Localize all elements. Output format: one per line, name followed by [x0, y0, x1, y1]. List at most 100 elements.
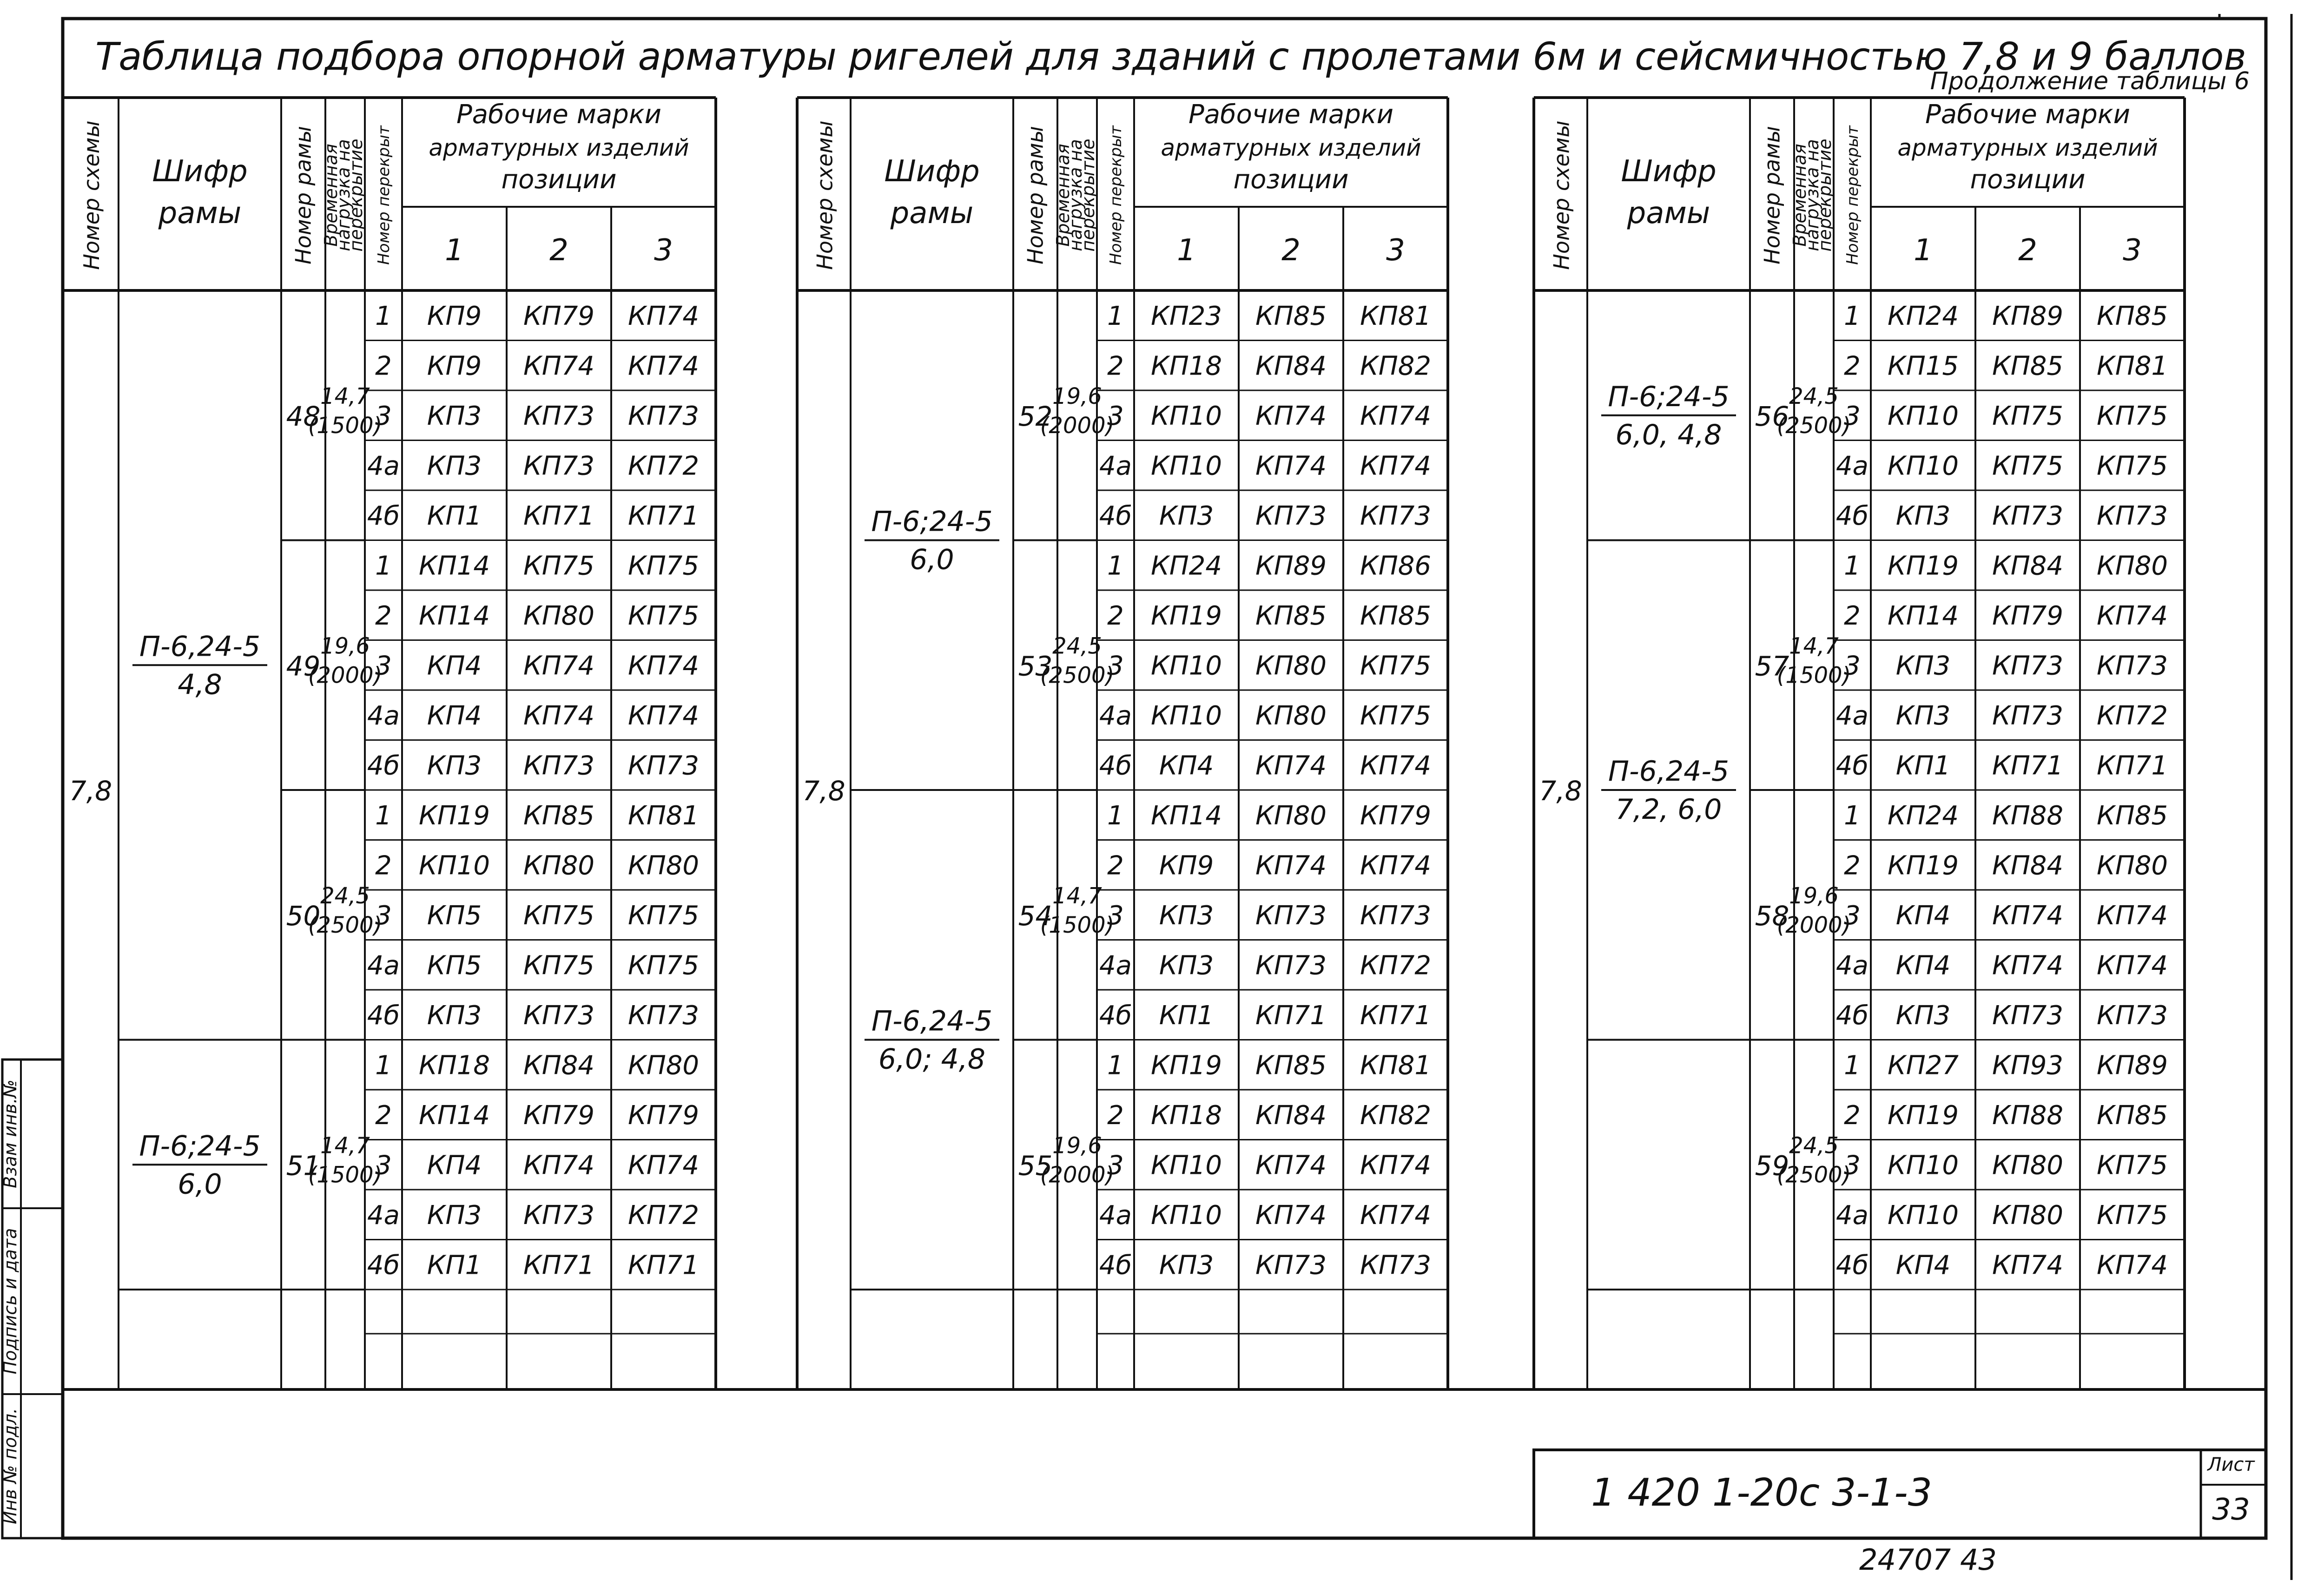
mark-cell: КП10	[419, 850, 490, 881]
header-frame: Номер рамы	[1760, 126, 1785, 264]
floor-number: 2	[1844, 1100, 1861, 1131]
floor-number: 4б	[1836, 1001, 1868, 1031]
frame-number: 53	[1018, 650, 1053, 682]
mark-cell: КП73	[1360, 501, 1431, 531]
mark-cell: КП73	[1255, 1250, 1327, 1280]
mark-cell: КП74	[1255, 850, 1327, 881]
sheet-number: 33	[2212, 1493, 2250, 1527]
load-value: 14,7	[1052, 883, 1102, 909]
mark-cell: КП73	[1360, 901, 1431, 931]
load-value: 19,6	[1052, 383, 1102, 409]
floor-number: 3	[1844, 401, 1861, 431]
mark-cell: КП73	[1255, 950, 1327, 981]
mark-cell: КП18	[1151, 351, 1222, 381]
mark-cell: КП14	[419, 1100, 490, 1131]
header-position-2: 2	[1281, 233, 1301, 268]
load-kgf: (2000)	[1040, 1162, 1115, 1188]
frame-code-top: П-6,24-5	[872, 1005, 992, 1038]
mark-cell: КП74	[1255, 1150, 1327, 1180]
floor-number: 1	[1107, 551, 1124, 581]
mark-cell: КП74	[2097, 1250, 2168, 1280]
mark-cell: КП74	[1255, 401, 1327, 431]
mark-cell: КП85	[2097, 1100, 2168, 1131]
mark-cell: КП73	[2097, 651, 2168, 681]
mark-cell: КП3	[1896, 501, 1951, 531]
frame-code-top: П-6,24-5	[139, 630, 260, 663]
floor-number: 3	[375, 401, 392, 431]
header-marks-line2: арматурных изделий	[1161, 134, 1421, 161]
floor-number: 4а	[1836, 1200, 1868, 1231]
mark-cell: КП79	[1360, 801, 1431, 831]
floor-number: 4а	[1836, 701, 1868, 731]
mark-cell: КП18	[1151, 1100, 1222, 1131]
mark-cell: КП24	[1888, 801, 1959, 831]
load-value: 14,7	[320, 383, 370, 409]
floor-number: 1	[1107, 801, 1124, 831]
header-code-line2: рамы	[1627, 196, 1710, 230]
floor-number: 3	[375, 651, 392, 681]
mark-cell: КП10	[1151, 451, 1222, 481]
floor-number: 4б	[1836, 750, 1868, 781]
sheet-label: Лист	[2206, 1454, 2255, 1475]
floor-number: 1	[1107, 301, 1124, 331]
header-marks-line3: позиции	[502, 165, 617, 195]
header-marks-line1: Рабочие марки	[1188, 99, 1393, 130]
mark-cell: КП72	[628, 1200, 699, 1231]
mark-cell: КП73	[523, 1200, 594, 1231]
header-load-line2: нагрузка на	[333, 139, 354, 251]
mark-cell: КП74	[523, 351, 594, 381]
mark-cell: КП75	[523, 950, 594, 981]
load-value: 19,6	[320, 633, 370, 659]
header-position-1: 1	[1914, 233, 1933, 268]
mark-cell: КП73	[1992, 651, 2063, 681]
mark-cell: КП74	[628, 1150, 699, 1180]
bottom-code: 24707 43	[1859, 1543, 1997, 1577]
load-kgf: (1500)	[308, 413, 383, 439]
load-kgf: (1500)	[308, 1162, 383, 1188]
mark-cell: КП27	[1888, 1050, 1959, 1080]
mark-cell: КП80	[2097, 551, 2168, 581]
mark-cell: КП75	[628, 950, 699, 981]
mark-cell: КП3	[1159, 901, 1214, 931]
mark-cell: КП82	[1360, 351, 1431, 381]
floor-number: 4б	[1836, 501, 1868, 531]
mark-cell: КП23	[1151, 301, 1222, 331]
header-position-1: 1	[1177, 233, 1196, 268]
mark-cell: КП5	[427, 901, 482, 931]
floor-number: 4а	[367, 950, 400, 981]
mark-cell: КП73	[1360, 1250, 1431, 1280]
floor-number: 2	[375, 351, 392, 381]
load-value: 24,5	[320, 883, 370, 909]
frame-code-bottom: 6,0	[178, 1168, 222, 1200]
floor-number: 2	[1844, 601, 1861, 631]
floor-number: 3	[1107, 401, 1124, 431]
mark-cell: КП74	[628, 651, 699, 681]
floor-number: 1	[375, 551, 392, 581]
mark-cell: КП10	[1888, 1200, 1959, 1231]
header-position-3: 3	[1386, 233, 1405, 268]
header-load-line2: нагрузка на	[1802, 139, 1822, 251]
header-marks-line2: арматурных изделий	[1897, 134, 2158, 161]
header-load-line3: перекрытие	[1815, 138, 1835, 251]
floor-number: 4б	[1099, 501, 1132, 531]
mark-cell: КП4	[427, 701, 482, 731]
mark-cell: КП3	[427, 1001, 482, 1031]
header-load-line2: нагрузка на	[1065, 139, 1086, 251]
floor-number: 4б	[367, 1001, 400, 1031]
mark-cell: КП85	[2097, 801, 2168, 831]
mark-cell: КП75	[523, 901, 594, 931]
floor-number: 3	[1844, 651, 1861, 681]
mark-cell: КП73	[523, 750, 594, 781]
mark-cell: КП74	[1255, 451, 1327, 481]
frame-code-top: П-6;24-5	[139, 1130, 260, 1162]
floor-number: 4а	[1099, 701, 1132, 731]
header-position-3: 3	[654, 233, 673, 268]
mark-cell: КП84	[523, 1050, 594, 1080]
floor-number: 1	[1844, 301, 1861, 331]
header-floor: Номер перекрыт	[1843, 125, 1862, 265]
header-load-line3: перекрытие	[1078, 138, 1098, 251]
stamp-box	[1, 1058, 64, 1540]
